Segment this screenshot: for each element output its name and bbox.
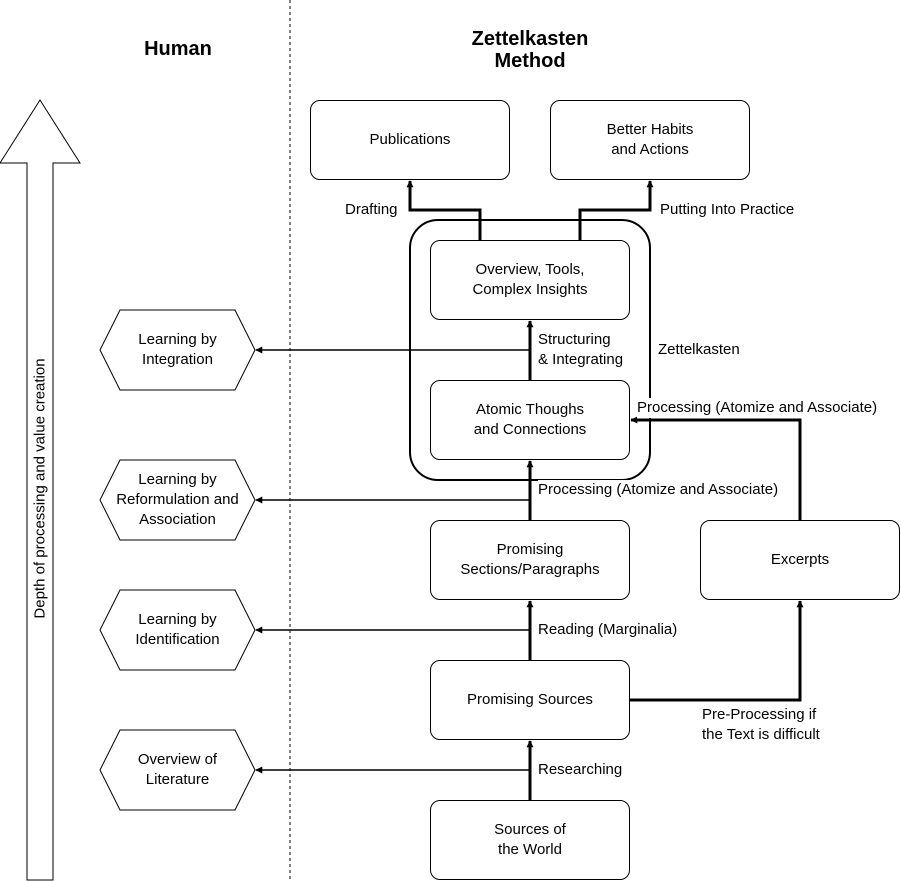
processing-excerpts-label: Processing (Atomize and Associate) xyxy=(637,398,878,418)
zettelkasten-label: Zettelkasten xyxy=(658,341,740,358)
learning-integration-hex xyxy=(99,309,256,391)
reading-label: Reading (Marginalia) xyxy=(538,620,678,640)
publications-node: Publications xyxy=(310,100,510,180)
processing-sections-label: Processing (Atomize and Associate) xyxy=(538,480,779,500)
promising-sources-node: Promising Sources xyxy=(430,660,630,740)
pre-processing-label: Pre-Processing if the Text is difficult xyxy=(702,705,820,745)
learning-identification-hex xyxy=(99,589,256,671)
better-habits-node: Better Habits and Actions xyxy=(550,100,750,180)
drafting-label: Drafting xyxy=(345,200,398,220)
depth-axis-label: Depth of processing and value creation xyxy=(31,358,49,619)
overview-literature-label: Overview of Literature xyxy=(137,751,218,788)
learning-reformulation-label: Learning by Reformulation and Associatio… xyxy=(116,471,239,528)
learning-integration-label: Learning by Integration xyxy=(138,331,217,368)
researching-label: Researching xyxy=(538,760,623,780)
sources-of-world-node: Sources of the World xyxy=(430,800,630,880)
putting-into-practice-label: Putting Into Practice xyxy=(660,200,795,220)
overview-literature-hex xyxy=(99,729,256,811)
promising-sections-node: Promising Sections/Paragraphs xyxy=(430,520,630,600)
overview-tools-node: Overview, Tools, Complex Insights xyxy=(430,240,630,320)
structuring-label: Structuring & Integrating xyxy=(538,330,624,370)
atomic-thoughts-node: Atomic Thoughs and Connections xyxy=(430,380,630,460)
arrow-processing-excerpts xyxy=(630,416,802,520)
depth-axis-arrow xyxy=(0,99,81,881)
learning-identification-label: Learning by Identification xyxy=(135,611,220,648)
excerpts-node: Excerpts xyxy=(700,520,900,600)
human-column-header: Human xyxy=(144,38,212,60)
arrow-putting-into-practice xyxy=(578,180,654,240)
method-column-header: Zettelkasten Method xyxy=(471,28,589,72)
learning-reformulation-hex xyxy=(99,459,256,541)
arrow-pre-processing xyxy=(630,600,804,702)
arrow-drafting xyxy=(406,180,482,240)
